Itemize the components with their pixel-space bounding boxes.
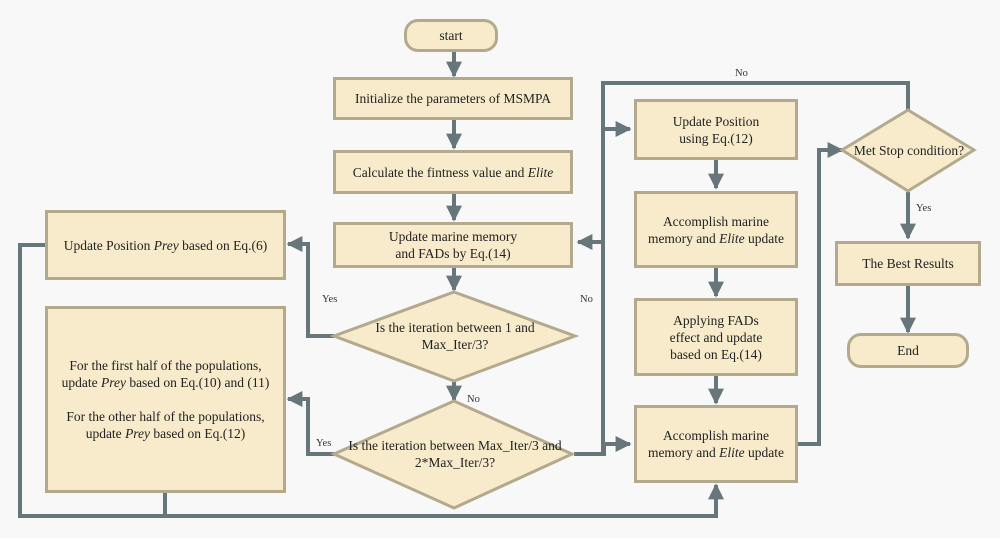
fads-line3: based on Eq.(14)	[670, 346, 762, 362]
memory-node: Update marine memory and FADs by Eq.(14)	[333, 222, 573, 268]
decision-iter-1	[329, 290, 580, 383]
acc1-line1: Accomplish marine	[662, 213, 770, 229]
prey6-em: Prey	[153, 237, 179, 253]
calc-label: Calculate the fintness value and Elite	[353, 164, 554, 181]
edge-dec1-prey6	[286, 236, 334, 338]
fads-line2: effect and update	[669, 329, 763, 345]
decision-stop	[839, 108, 977, 193]
half-p2-line2: update Prey based on Eq.(12)	[62, 425, 270, 442]
acc2-em: Elite	[719, 445, 745, 460]
memory-line1: Update marine memory	[388, 229, 518, 244]
half-p2-post: based on Eq.(12)	[150, 426, 246, 441]
half-p2-em: Prey	[125, 426, 151, 441]
prey6-post: based on Eq.(6)	[178, 237, 268, 253]
half-p1-pre: update	[61, 375, 101, 390]
accomplish-1-node: Accomplish marine memory and Elite updat…	[634, 191, 798, 268]
prey6-pre: Update Position	[63, 237, 154, 253]
decision-iter-1-text: Is the iteration between 1 and Max_Iter/…	[360, 316, 550, 356]
dec2-line2: Max_Iter/3 and 2*Max_Iter/3?	[414, 438, 562, 470]
decision-iter-2-text: Is the iteration between Max_Iter/3 and …	[340, 434, 570, 474]
start-node: start	[404, 19, 498, 52]
half-p2-line1: For the other half of the populations,	[66, 409, 265, 424]
acc1-line2: memory and Elite update	[648, 230, 784, 247]
pos12-node: Update Position using Eq.(12)	[634, 99, 798, 160]
half-p1-line2: update Prey based on Eq.(10) and (11)	[62, 374, 270, 391]
init-label: Initialize the parameters of MSMPA	[355, 91, 551, 106]
calc-node: Calculate the fintness value and Elite	[333, 150, 573, 194]
accomplish-2-node: Accomplish marine memory and Elite updat…	[634, 405, 798, 483]
acc2-line1: Accomplish marine	[662, 428, 770, 443]
stop-label: Met Stop condition?	[853, 142, 965, 158]
fads-label: Applying FADs effect and update based on…	[670, 312, 763, 363]
best-results-node: The Best Results	[835, 241, 981, 286]
edge-acc2-stop	[798, 142, 844, 446]
init-node: Initialize the parameters of MSMPA	[333, 77, 573, 120]
calc-elite: Elite	[527, 164, 554, 180]
dec1-line2: 1 and Max_Iter/3?	[421, 320, 535, 352]
fads-line1: Applying FADs	[673, 312, 759, 328]
label-yes-stop: Yes	[916, 203, 932, 214]
calc-text: Calculate the fintness value and	[352, 164, 528, 180]
prey6-label: Update Position Prey based on Eq.(6)	[64, 237, 267, 254]
memory-label: Update marine memory and FADs by Eq.(14)	[389, 228, 517, 262]
edge-stop-no-loop	[601, 81, 910, 454]
half-p1-line1: For the first half of the populations,	[69, 358, 262, 373]
acc1-label: Accomplish marine memory and Elite updat…	[648, 213, 784, 247]
memory-line2: and FADs by Eq.(14)	[395, 246, 511, 261]
end-label: End	[897, 343, 919, 358]
acc1-post: update	[744, 230, 785, 246]
dec2-line1: Is the iteration between	[348, 438, 475, 453]
acc2-label: Accomplish marine memory and Elite updat…	[648, 427, 784, 461]
acc1-em: Elite	[719, 230, 745, 246]
pos12-line1: Update Position	[672, 113, 760, 129]
label-yes-2: Yes	[316, 438, 332, 449]
acc2-post: update	[744, 445, 785, 460]
decision-stop-text: Met Stop condition?	[842, 140, 976, 160]
decision-iter-2	[330, 399, 576, 510]
half-spacer	[62, 391, 270, 408]
start-label: start	[439, 28, 463, 43]
acc1-pre: memory and	[647, 230, 720, 246]
pos12-line2: using Eq.(12)	[679, 130, 753, 146]
label-no-2: No	[467, 394, 480, 405]
half-p1-post: based on Eq.(10) and (11)	[125, 375, 270, 390]
edge-dec2-half	[286, 391, 334, 456]
end-node: End	[847, 333, 969, 368]
half-label: For the first half of the populations, u…	[62, 357, 270, 442]
half-p1-em: Prey	[100, 375, 126, 390]
half-p2-pre: update	[85, 426, 126, 441]
pos12-label: Update Position using Eq.(12)	[673, 113, 760, 147]
dec1-line1: Is the iteration between	[375, 320, 502, 335]
acc2-pre: memory and	[647, 445, 720, 460]
label-no-stop: No	[735, 68, 748, 79]
prey6-node: Update Position Prey based on Eq.(6)	[45, 210, 286, 280]
best-label: The Best Results	[862, 256, 954, 271]
fads-node: Applying FADs effect and update based on…	[634, 298, 798, 376]
label-no-1: No	[580, 294, 593, 305]
label-yes-1: Yes	[322, 294, 338, 305]
edge-prey6-loop	[18, 243, 724, 518]
acc2-line2: memory and Elite update	[648, 444, 784, 461]
half-populations-node: For the first half of the populations, u…	[45, 306, 286, 493]
